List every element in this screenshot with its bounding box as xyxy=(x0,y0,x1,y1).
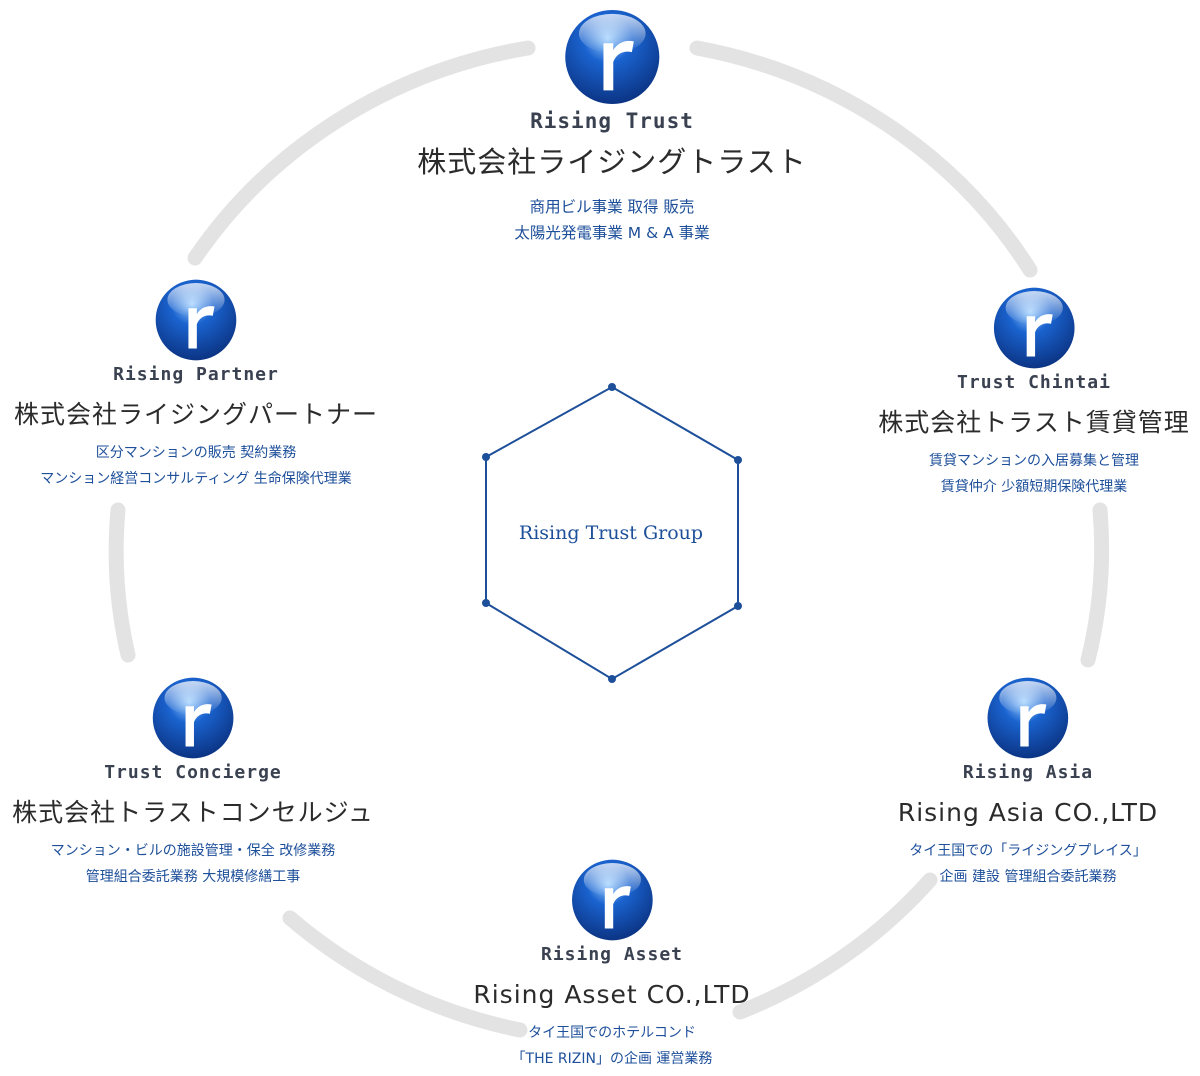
brand-name: Trust Chintai xyxy=(957,372,1111,393)
company-name: Rising Asia CO.,LTD xyxy=(897,798,1159,827)
company-trust-chintai: Trust Chintai 株式会社トラスト賃貸管理 賃貸マンションの入居募集と… xyxy=(878,286,1190,500)
r-letter-icon xyxy=(570,858,654,942)
brand-name: Rising Partner xyxy=(113,364,279,385)
ring-arc-2 xyxy=(1080,502,1110,668)
r-letter-icon xyxy=(986,676,1070,760)
r-letter-icon xyxy=(992,286,1076,370)
company-rising-asia: Rising Asia Rising Asia CO.,LTD タイ王国での「ラ… xyxy=(898,676,1158,890)
group-label: Rising Trust Group xyxy=(518,522,704,544)
company-description: 企画 建設 管理組合委託業務 xyxy=(939,869,1117,885)
hexagon-vertex xyxy=(482,599,490,607)
ring-arc-6 xyxy=(187,40,536,266)
company-name: 株式会社トラストコンセルジュ xyxy=(12,798,374,827)
company-description: マンション経営コンサルティング 生命保険代理業 xyxy=(40,471,352,487)
r-letter-icon xyxy=(151,676,235,760)
company-name: 株式会社ライジングパートナー xyxy=(13,400,379,429)
hexagon-vertex xyxy=(608,383,616,391)
company-description: タイ王国でのホテルコンド xyxy=(528,1025,696,1041)
brand-name: Rising Trust xyxy=(530,109,694,133)
ring-arc-3 xyxy=(732,872,938,1020)
company-description: タイ王国での「ライジングプレイス」 xyxy=(909,843,1147,859)
ring-arc-4 xyxy=(282,910,528,1038)
brand-name: Trust Concierge xyxy=(104,762,282,783)
company-trust-concierge: Trust Concierge 株式会社トラストコンセルジュ マンション・ビルの… xyxy=(12,676,374,890)
r-letter-icon xyxy=(563,8,661,106)
ring-arc-1 xyxy=(689,40,1038,278)
company-description: 賃貸マンションの入居募集と管理 xyxy=(928,453,1139,469)
company-description: 管理組合委託業務 大規模修繕工事 xyxy=(85,869,301,885)
company-name: Rising Asset CO.,LTD xyxy=(473,980,751,1009)
company-description: 「THE RIZIN」の企画 運営業務 xyxy=(511,1051,713,1067)
company-name: 株式会社ライジングトラスト xyxy=(417,145,807,179)
company-name: 株式会社トラスト賃貸管理 xyxy=(878,408,1190,437)
company-rising-trust: Rising Trust 株式会社ライジングトラスト 商用ビル事業 取得 販売 … xyxy=(417,8,806,246)
hexagon-vertex xyxy=(734,456,742,464)
brand-name: Rising Asset xyxy=(540,944,684,965)
brand-name: Rising Asia xyxy=(962,762,1094,783)
company-description: 賃貸仲介 少額短期保険代理業 xyxy=(940,479,1128,495)
company-description: マンション・ビルの施設管理・保全 改修業務 xyxy=(50,843,336,859)
company-description: 区分マンションの販売 契約業務 xyxy=(95,445,297,461)
r-letter-icon xyxy=(154,278,238,362)
hexagon-vertex xyxy=(734,602,742,610)
ring-arc-5 xyxy=(108,502,136,663)
company-description: 太陽光発電事業 M & A 事業 xyxy=(514,224,710,242)
hexagon-vertex xyxy=(482,453,490,461)
company-description: 商用ビル事業 取得 販売 xyxy=(529,198,695,216)
company-rising-asset: Rising Asset Rising Asset CO.,LTD タイ王国での… xyxy=(473,858,750,1072)
company-rising-partner: Rising Partner 株式会社ライジングパートナー 区分マンションの販売… xyxy=(14,278,378,492)
hexagon-vertex xyxy=(608,675,616,683)
